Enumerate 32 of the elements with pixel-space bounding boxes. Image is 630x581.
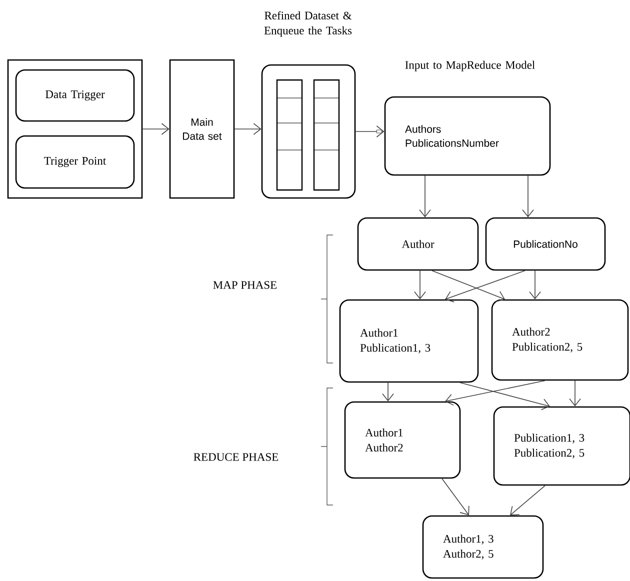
process-box: Data Trigger [15,69,135,122]
heading-label: Input to MapReduce Model [405,60,535,72]
heading-label: Refined Dataset & Enqueue the Tasks [264,11,352,37]
arrow [442,478,470,516]
process-box: PublicationNo [485,217,606,271]
arrow [445,380,546,406]
process-box: Publication1, 3 Publication2, 5 [493,406,630,486]
process-box: Author1 Publication1, 3 [339,299,479,383]
phase-label: MAP PHASE [213,281,277,289]
phase-label: REDUCE PHASE [194,453,278,461]
arrow [382,382,394,402]
arrow [355,126,384,138]
dataset-box: Main Data set [169,59,235,199]
process-box: Trigger Point [15,135,135,189]
process-box: Author1 Author2 [344,401,461,479]
arrow [419,175,431,218]
arrow [522,175,534,218]
arrow [510,485,546,516]
group-box [7,59,143,199]
arrow [529,270,541,300]
arrow [432,270,505,302]
arrow [414,270,426,300]
process-box: Author2 Publication2, 5 [491,299,629,381]
process-box: Author1, 3 Author2, 5 [422,515,544,579]
queue-box [261,64,356,199]
process-box: Authors PublicationsNumber [384,96,551,176]
process-box: Author [357,217,479,271]
arrow [234,123,262,135]
arrow [569,380,581,406]
arrow [445,270,526,302]
arrow [142,123,170,135]
arrow [460,382,550,410]
